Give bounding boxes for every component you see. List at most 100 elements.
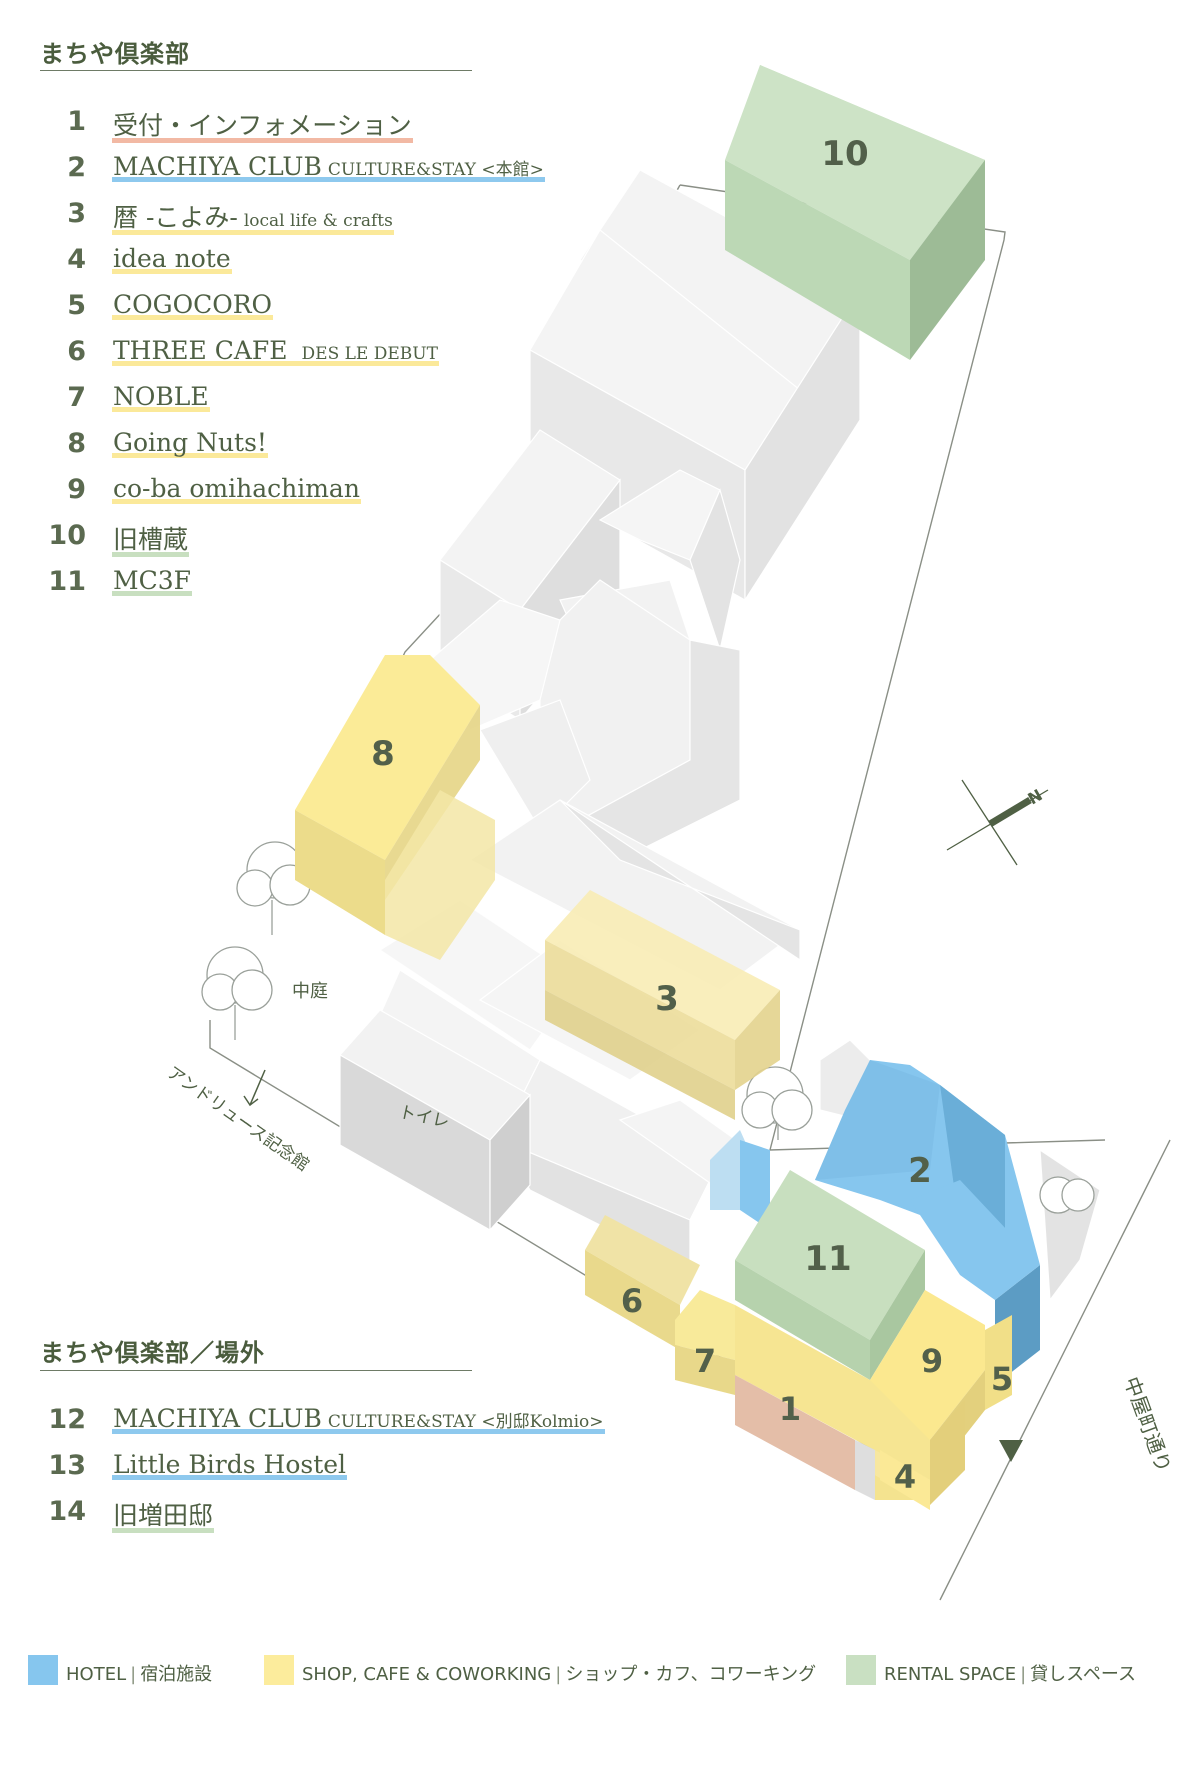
item-title: 暦 -こよみ- xyxy=(113,203,238,232)
legend-swatch-hotel xyxy=(28,1655,58,1685)
map-number-2: 2 xyxy=(908,1151,932,1191)
item-name[interactable]: MC3F xyxy=(112,566,192,596)
item-subtitle: CULTURE&STAY <別邸Kolmio> xyxy=(327,1412,604,1432)
legend-swatch-shop xyxy=(264,1655,294,1685)
list-item[interactable]: 11 MC3F xyxy=(0,562,700,608)
map-number-10: 10 xyxy=(821,134,868,174)
item-title: Little Birds Hostel xyxy=(113,1450,347,1479)
item-number: 10 xyxy=(48,520,86,551)
category-legend: HOTEL|宿泊施設 SHOP, CAFE & COWORKING|ショップ・カ… xyxy=(28,1655,1178,1689)
item-name[interactable]: 暦 -こよみ-local life & crafts xyxy=(112,198,394,235)
list-item[interactable]: 1 受付・インフォメーション xyxy=(0,102,700,148)
list-item[interactable]: 14 旧増田邸 xyxy=(0,1492,700,1538)
trees xyxy=(201,841,1095,1214)
legend-swatch-rental xyxy=(846,1655,876,1685)
building-6[interactable] xyxy=(585,1215,700,1350)
legend-label: RENTAL SPACE|貸しスペース xyxy=(884,1664,1136,1685)
item-name[interactable]: Little Birds Hostel xyxy=(112,1450,347,1480)
item-subtitle: local life & crafts xyxy=(243,211,393,231)
building-10[interactable] xyxy=(725,65,985,360)
section-title-main: まちや倶楽部 xyxy=(40,40,190,68)
item-name[interactable]: Going Nuts! xyxy=(112,428,268,458)
map-number-5: 5 xyxy=(991,1360,1013,1398)
building-8[interactable] xyxy=(295,655,495,960)
courtyard-label: 中庭 xyxy=(292,981,328,1002)
list-item[interactable]: 6 THREE CAFE DES LE DEBUT xyxy=(0,332,700,378)
andrews-memorial-label: アンドリュース記念館 xyxy=(163,1062,313,1176)
item-number: 8 xyxy=(67,428,86,459)
item-number: 4 xyxy=(67,244,86,275)
item-subtitle: DES LE DEBUT xyxy=(301,344,438,364)
item-number: 3 xyxy=(67,198,86,229)
building-2[interactable] xyxy=(710,1060,1040,1385)
map-number-9: 9 xyxy=(921,1342,943,1380)
section-title-outside: まちや倶楽部／場外 xyxy=(40,1339,265,1367)
building-number-labels: 10 8 3 2 11 6 7 9 5 1 4 xyxy=(371,134,1013,1496)
legend-label: HOTEL|宿泊施設 xyxy=(66,1664,213,1685)
list-item[interactable]: 5 COGOCORO xyxy=(0,286,700,332)
item-name[interactable]: 旧槽蔵 xyxy=(112,520,189,557)
item-title: NOBLE xyxy=(113,382,209,411)
item-title: MC3F xyxy=(113,566,191,595)
north-compass-icon: N xyxy=(946,779,1049,866)
legend-label: SHOP, CAFE & COWORKING|ショップ・カフ、コワーキング xyxy=(302,1664,817,1685)
item-title: 受付・インフォメーション xyxy=(113,111,412,140)
andrews-arrow xyxy=(243,1069,266,1107)
item-number: 14 xyxy=(48,1496,86,1527)
item-title: THREE CAFE xyxy=(113,336,288,365)
street-label: 中屋町通り xyxy=(1119,1374,1176,1476)
item-title: co-ba omihachiman xyxy=(113,474,360,503)
map-number-11: 11 xyxy=(804,1239,851,1279)
building-5[interactable] xyxy=(985,1315,1012,1410)
item-name[interactable]: co-ba omihachiman xyxy=(112,474,361,504)
building-4[interactable] xyxy=(880,1450,930,1510)
item-name[interactable]: NOBLE xyxy=(112,382,210,412)
item-number: 12 xyxy=(48,1404,86,1435)
list-item[interactable]: 3 暦 -こよみ-local life & crafts xyxy=(0,194,700,240)
item-number: 1 xyxy=(67,106,86,137)
section-divider-outside xyxy=(40,1370,472,1371)
map-number-3: 3 xyxy=(655,979,679,1019)
map-number-8: 8 xyxy=(371,734,395,774)
item-title: 旧増田邸 xyxy=(113,1501,214,1530)
item-title: MACHIYA CLUB xyxy=(113,1404,322,1433)
item-title: MACHIYA CLUB xyxy=(113,152,322,181)
item-number: 7 xyxy=(67,382,86,413)
item-name[interactable]: COGOCORO xyxy=(112,290,273,320)
item-name[interactable]: 受付・インフォメーション xyxy=(112,106,413,143)
item-title: idea note xyxy=(113,244,231,273)
section-divider-main xyxy=(40,70,472,71)
item-number: 11 xyxy=(48,566,86,597)
item-title: COGOCORO xyxy=(113,290,273,319)
list-item[interactable]: 8 Going Nuts! xyxy=(0,424,700,470)
map-number-4: 4 xyxy=(894,1458,916,1496)
building-7[interactable] xyxy=(675,1290,735,1395)
building-3[interactable] xyxy=(545,890,780,1120)
list-item[interactable]: 10 旧槽蔵 xyxy=(0,516,700,562)
item-title: Going Nuts! xyxy=(113,428,267,457)
building-11[interactable] xyxy=(735,1170,925,1380)
item-title: 旧槽蔵 xyxy=(113,525,189,554)
item-number: 6 xyxy=(67,336,86,367)
item-name[interactable]: 旧増田邸 xyxy=(112,1496,214,1533)
item-subtitle: CULTURE&STAY <本館> xyxy=(327,160,544,180)
map-number-7: 7 xyxy=(694,1342,716,1380)
item-number: 5 xyxy=(67,290,86,321)
item-name[interactable]: THREE CAFE DES LE DEBUT xyxy=(112,336,439,366)
list-item[interactable]: 7 NOBLE xyxy=(0,378,700,424)
list-item[interactable]: 13 Little Birds Hostel xyxy=(0,1446,700,1492)
item-number: 2 xyxy=(67,152,86,183)
list-item[interactable]: 4 idea note xyxy=(0,240,700,286)
item-number: 13 xyxy=(48,1450,86,1481)
item-name[interactable]: idea note xyxy=(112,244,232,274)
entrance-arrow xyxy=(999,1440,1023,1462)
map-number-1: 1 xyxy=(779,1390,801,1428)
